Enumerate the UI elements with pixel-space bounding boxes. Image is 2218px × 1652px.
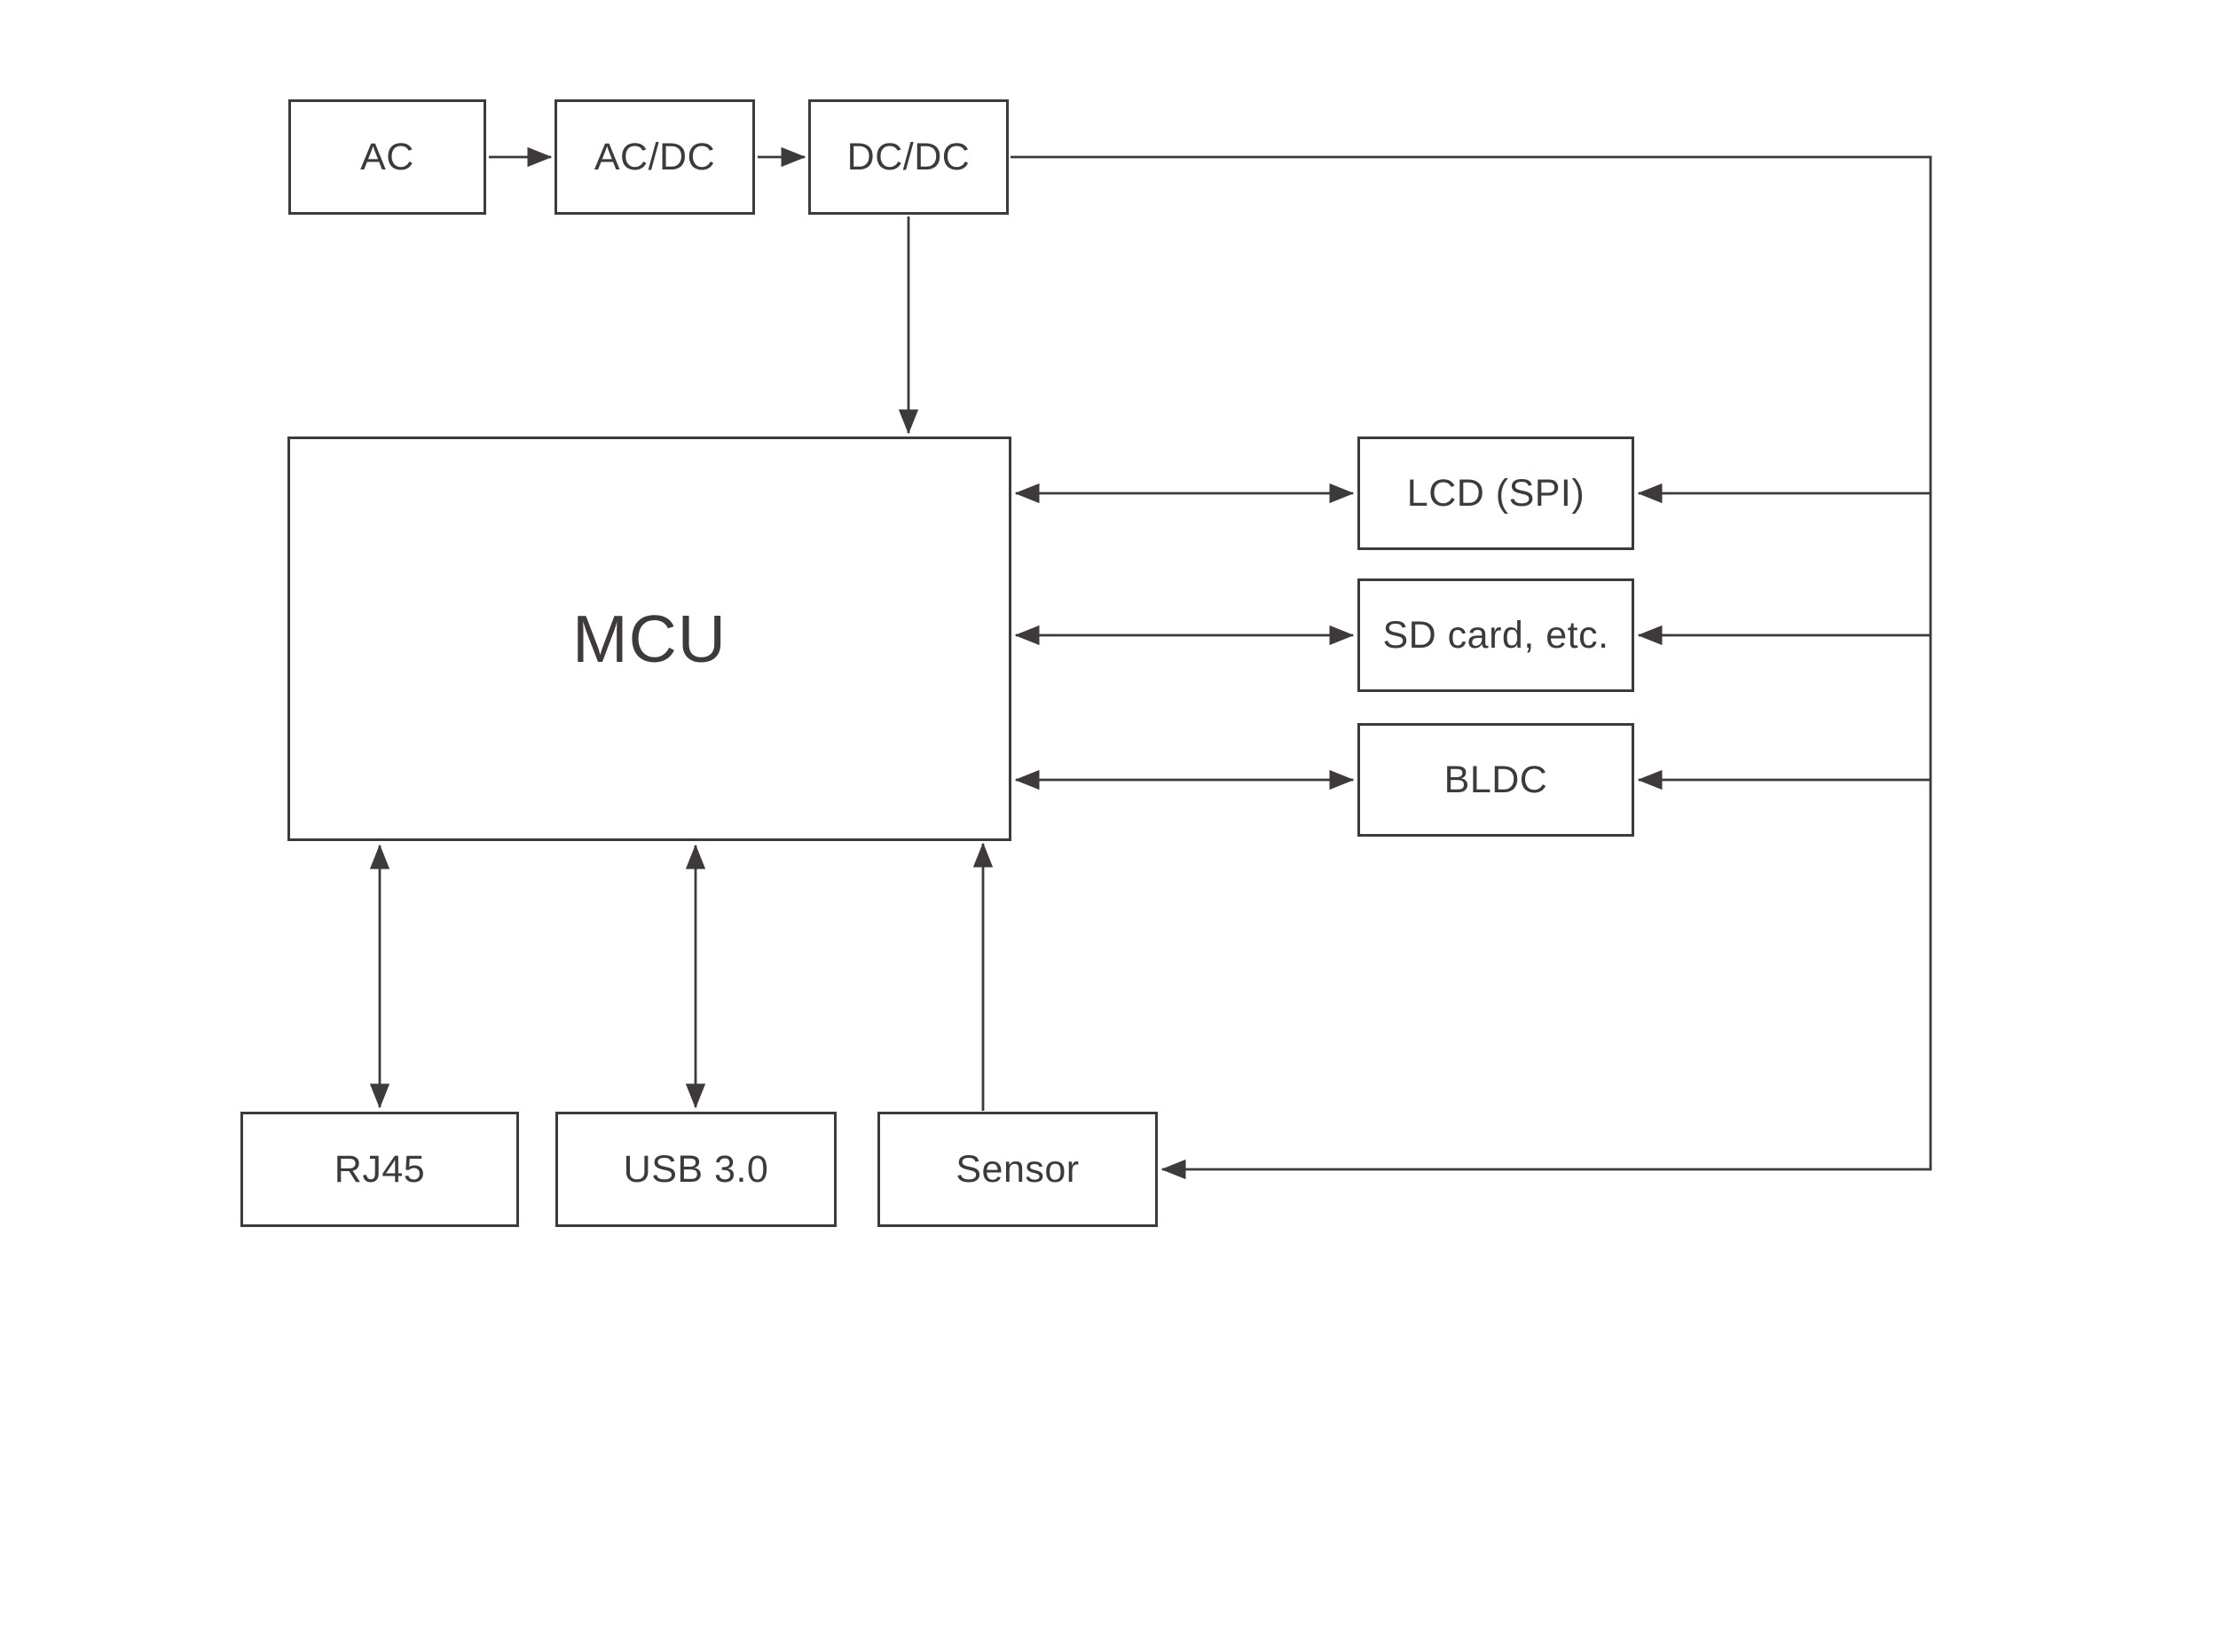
node-rj45: RJ45 <box>240 1112 519 1227</box>
node-lcd: LCD (SPI) <box>1357 437 1634 550</box>
node-sdcard-label: SD card, etc. <box>1382 613 1609 657</box>
node-sensor-label: Sensor <box>956 1147 1080 1191</box>
node-lcd-label: LCD (SPI) <box>1406 471 1585 515</box>
node-sdcard: SD card, etc. <box>1357 578 1634 692</box>
node-ac: AC <box>288 99 486 215</box>
power-rail-to-sensor <box>1011 155 1932 1180</box>
node-ac-label: AC <box>360 135 414 178</box>
node-usb-label: USB 3.0 <box>623 1147 769 1191</box>
node-mcu-label: MCU <box>572 602 727 676</box>
node-sensor: Sensor <box>877 1112 1158 1227</box>
node-mcu: MCU <box>287 437 1011 841</box>
node-dcdc-label: DC/DC <box>846 135 971 178</box>
node-bldc: BLDC <box>1357 723 1634 837</box>
node-acdc-label: AC/DC <box>594 135 716 178</box>
node-dcdc: DC/DC <box>808 99 1009 215</box>
node-rj45-label: RJ45 <box>334 1147 426 1191</box>
node-bldc-label: BLDC <box>1443 758 1548 801</box>
node-usb: USB 3.0 <box>555 1112 837 1227</box>
node-acdc: AC/DC <box>554 99 755 215</box>
